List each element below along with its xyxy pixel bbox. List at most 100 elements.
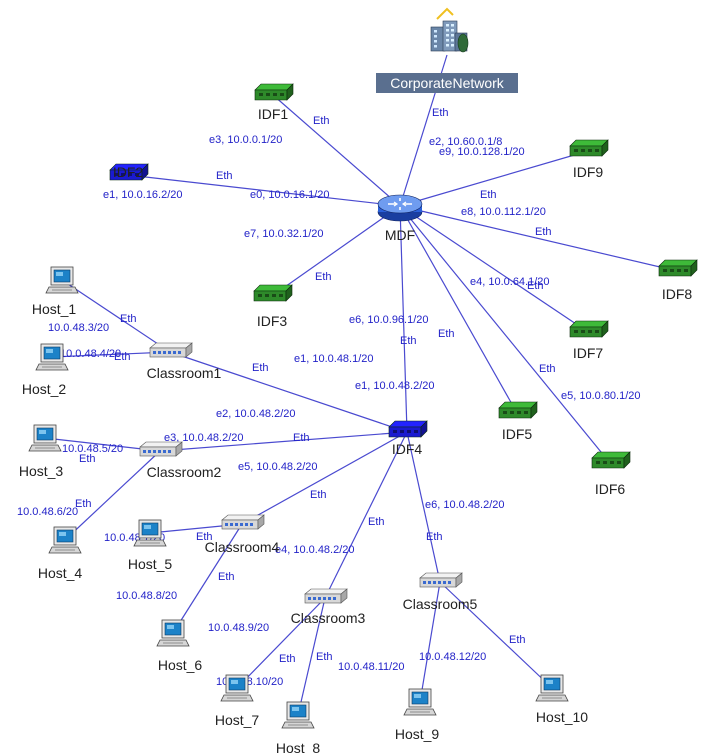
node-h10[interactable]: Host_10 — [535, 674, 588, 725]
node-label: IDF3 — [257, 313, 288, 329]
link-mdf-idf2[interactable] — [127, 174, 401, 207]
link-mdf-idf1[interactable] — [272, 94, 401, 207]
node-label: IDF9 — [573, 164, 604, 180]
link-c3-h7[interactable] — [236, 597, 326, 689]
edge-label: e1, 10.0.16.2/20 — [103, 189, 183, 201]
switch-icon — [253, 284, 293, 302]
node-mdf[interactable]: MDF — [377, 194, 423, 243]
edge-label: Eth — [509, 634, 526, 646]
edge-label: Eth — [315, 271, 332, 283]
node-label: IDF6 — [595, 481, 626, 497]
edge-label: e2, 10.60.0.1/8 — [429, 136, 502, 148]
node-idf4[interactable]: IDF4 — [388, 420, 428, 457]
edge-label: Eth — [120, 313, 137, 325]
edge-label: Eth — [313, 115, 330, 127]
link-idf4-c1[interactable] — [169, 351, 408, 433]
node-label: Host_3 — [19, 463, 64, 479]
edge-label: Eth — [196, 531, 213, 543]
node-idf7[interactable]: IDF7 — [569, 320, 609, 361]
edge-label: Eth — [400, 335, 417, 347]
switch-icon — [658, 259, 698, 277]
node-h8[interactable]: Host_8 — [276, 701, 321, 755]
node-c1[interactable]: Classroom1 — [147, 342, 222, 381]
node-h6[interactable]: Host_6 — [156, 619, 203, 673]
edge-label: e7, 10.0.32.1/20 — [244, 228, 324, 240]
link-idf4-c2[interactable] — [159, 431, 408, 452]
edge-label: Eth — [79, 453, 96, 465]
hub-icon — [149, 342, 193, 358]
node-idf2[interactable]: IDF2 — [109, 163, 149, 181]
computer-icon — [403, 688, 437, 716]
link-mdf-idf4[interactable] — [399, 205, 408, 433]
node-idf9[interactable]: IDF9 — [569, 139, 609, 180]
edge-label: Eth — [252, 362, 269, 374]
node-label: Host_10 — [536, 709, 588, 725]
edge-label: e2, 10.0.48.2/20 — [216, 408, 296, 420]
node-label: Classroom2 — [147, 464, 222, 480]
link-c5-h10[interactable] — [439, 581, 553, 689]
node-idf8[interactable]: IDF8 — [658, 259, 698, 302]
link-mdf-idf6[interactable] — [399, 205, 611, 464]
node-c4[interactable]: Classroom4 — [205, 514, 280, 555]
edge-label: Eth — [316, 651, 333, 663]
node-idf5[interactable]: IDF5 — [498, 401, 538, 442]
node-label: IDF5 — [502, 426, 533, 442]
node-label: IDF2 — [113, 164, 144, 180]
edge-label: Eth — [426, 531, 443, 543]
edge-label: Eth — [279, 653, 296, 665]
node-label: Host_2 — [22, 381, 67, 397]
edge-label: 10.0.48.11/20 — [338, 661, 404, 673]
link-mdf-idf7[interactable] — [399, 205, 589, 333]
node-h3[interactable]: Host_3 — [19, 424, 64, 479]
node-h7[interactable]: Host_7 — [215, 674, 260, 728]
node-h4[interactable]: Host_4 — [38, 526, 83, 581]
node-c2[interactable]: Classroom2 — [139, 441, 222, 480]
hub-icon — [221, 514, 265, 530]
node-idf6[interactable]: IDF6 — [591, 451, 631, 497]
computer-icon — [133, 519, 167, 547]
link-mdf-idf3[interactable] — [271, 205, 401, 297]
node-label: CorporateNetwork — [390, 75, 505, 91]
switch-icon — [569, 139, 609, 157]
edge-label: Eth — [368, 516, 385, 528]
edge-label: Eth — [535, 226, 552, 238]
node-h5[interactable]: Host_5 — [128, 519, 173, 572]
node-label: Host_8 — [276, 740, 321, 755]
link-c5-h9[interactable] — [419, 581, 441, 703]
node-label: Host_9 — [395, 726, 440, 742]
link-idf4-c4[interactable] — [241, 431, 408, 525]
link-mdf-idf5[interactable] — [399, 205, 518, 414]
nodes-layer: CorporateNetworkMDFIDF1IDF2IDF3IDF4IDF5I… — [19, 7, 698, 755]
edge-label: Eth — [527, 280, 544, 292]
node-c5[interactable]: Classroom5 — [403, 572, 478, 612]
edge-label: e8, 10.0.112.1/20 — [461, 206, 546, 218]
node-h1[interactable]: Host_1 — [32, 266, 79, 317]
edge-label: Eth — [438, 328, 455, 340]
edge-label: e4, 10.0.64.1/20 — [470, 276, 550, 288]
node-label: Classroom4 — [205, 539, 280, 555]
edge-label: e0, 10.0.16.1/20 — [250, 189, 330, 201]
link-c1-h1[interactable] — [61, 279, 171, 353]
node-h2[interactable]: Host_2 — [22, 343, 69, 397]
node-h9[interactable]: Host_9 — [395, 688, 440, 742]
link-mdf-idf8[interactable] — [399, 205, 678, 272]
link-idf4-c5[interactable] — [406, 431, 441, 583]
edge-label: e1, 10.0.48.1/20 — [294, 353, 374, 365]
link-idf4-c3[interactable] — [324, 431, 408, 599]
link-c3-h8[interactable] — [297, 597, 326, 716]
hub-icon — [139, 441, 183, 457]
link-c4-h6[interactable] — [172, 523, 243, 634]
node-idf1[interactable]: IDF1 — [254, 83, 294, 122]
edge-label: e5, 10.0.48.2/20 — [238, 461, 318, 473]
node-corp[interactable]: CorporateNetwork — [376, 7, 518, 93]
node-idf3[interactable]: IDF3 — [253, 284, 293, 329]
edge-label: e6, 10.0.96.1/20 — [349, 314, 429, 326]
node-label-background — [376, 73, 518, 93]
building-icon — [430, 7, 469, 53]
node-label: Host_6 — [158, 657, 203, 673]
edge-label: Eth — [432, 107, 449, 119]
node-c3[interactable]: Classroom3 — [291, 588, 366, 626]
link-c2-h4[interactable] — [64, 450, 161, 541]
link-mdf-idf9[interactable] — [399, 150, 589, 207]
